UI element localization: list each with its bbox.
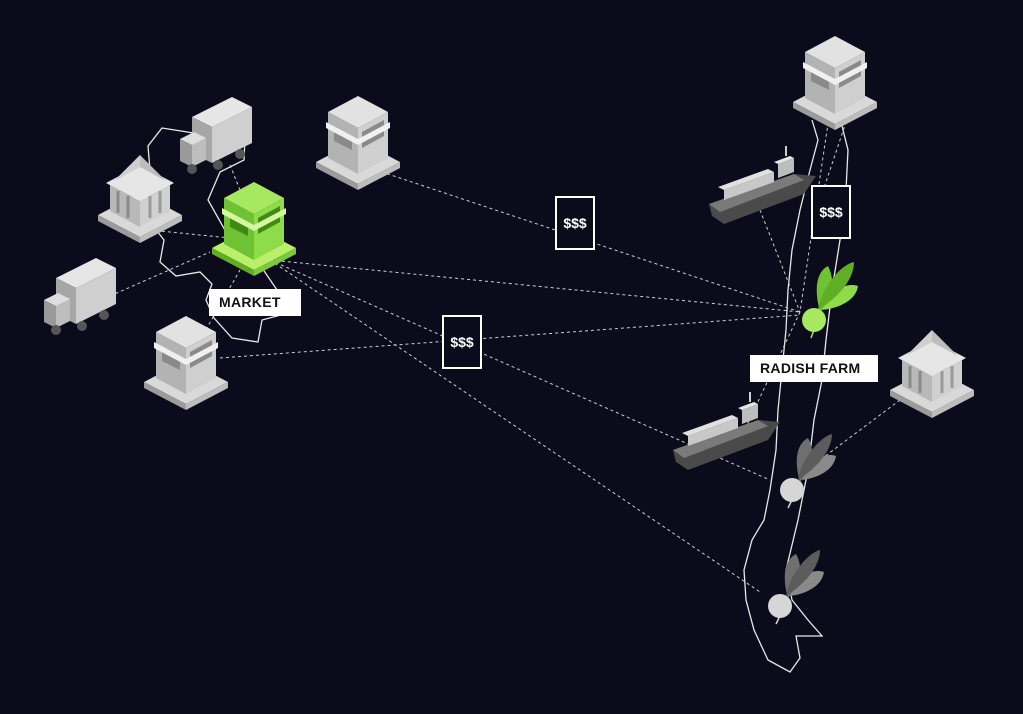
payment-badge: $$$ [555, 196, 595, 250]
bank-icon [96, 153, 184, 245]
payment-badge: $$$ [442, 315, 482, 369]
radish-icon [767, 549, 825, 625]
radish-icon [801, 261, 859, 339]
shop-icon [144, 316, 228, 410]
market-label: MARKET [209, 289, 301, 316]
cargo-ship-icon [672, 391, 781, 471]
payment-badge: $$$ [811, 185, 851, 239]
radish-icon [779, 433, 837, 509]
connection-lines [109, 109, 901, 593]
radish-farm-label: RADISH FARM [750, 355, 878, 382]
shop-icon [793, 36, 877, 130]
market-shop-icon [212, 182, 296, 276]
shop-icon [316, 96, 400, 190]
truck-icon [44, 258, 116, 335]
bank-icon [888, 328, 976, 420]
truck-icon [180, 97, 252, 174]
